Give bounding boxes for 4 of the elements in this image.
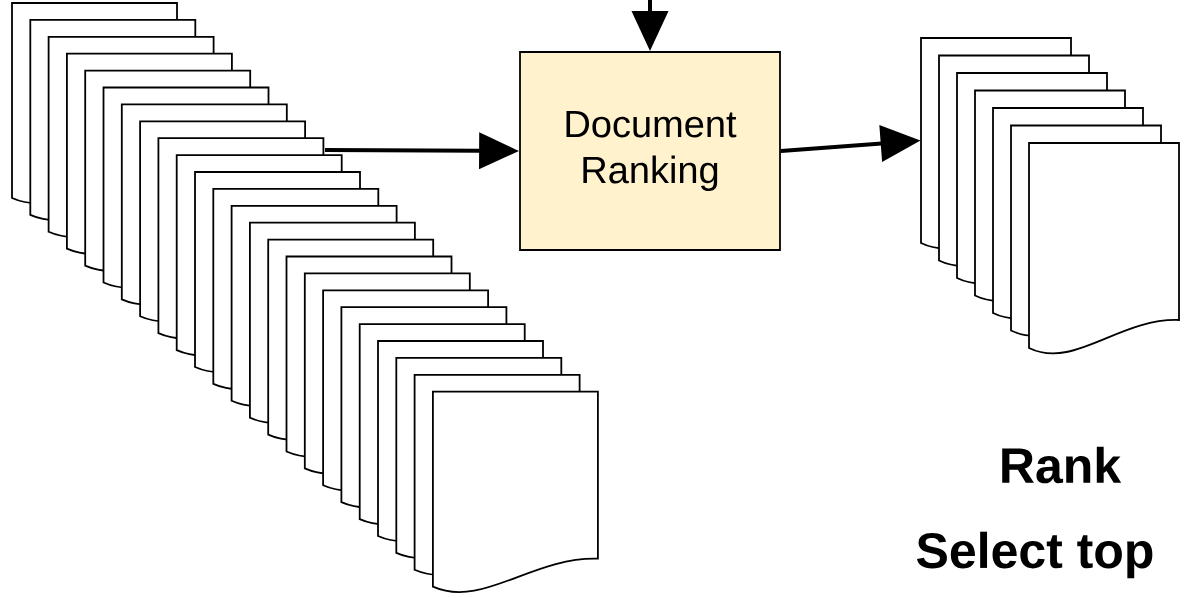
caption-text: Select top [917, 531, 1153, 579]
document-stack-drawing [920, 37, 1180, 355]
process-box: Document Ranking [519, 51, 781, 251]
caption-text: Rank [1002, 446, 1122, 484]
